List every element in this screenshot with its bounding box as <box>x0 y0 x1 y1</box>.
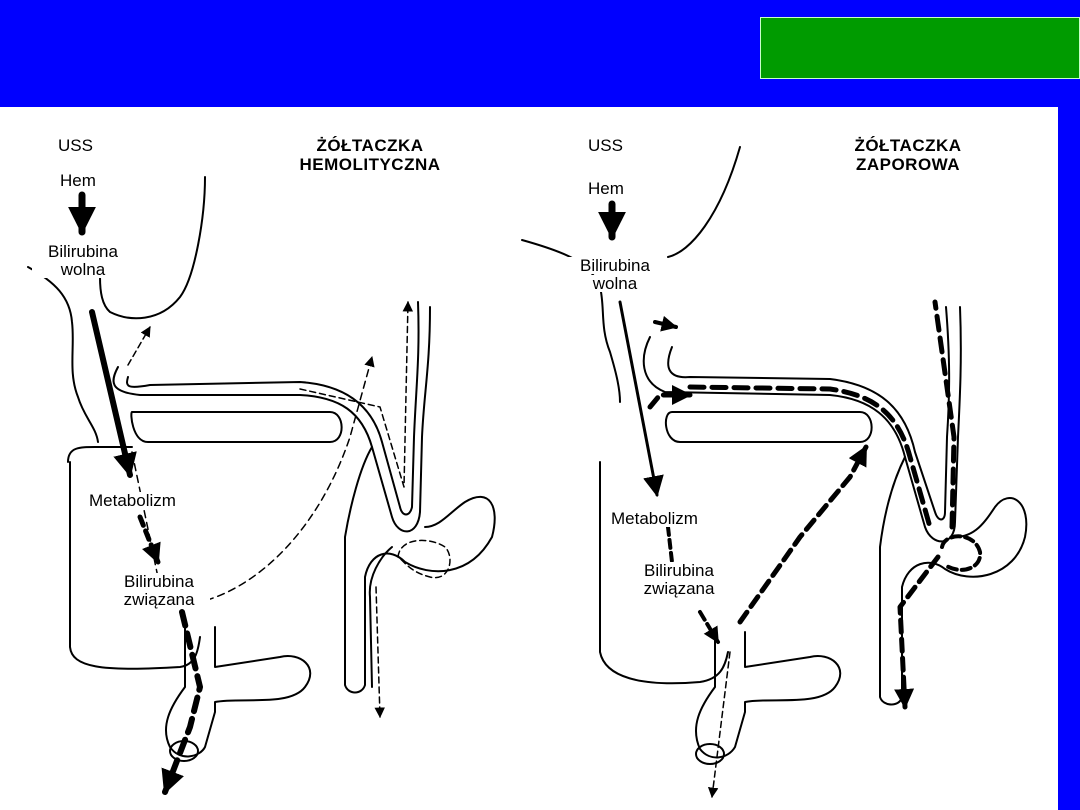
left-bilirubina-wolna-1: Bilirubina <box>32 243 134 260</box>
right-duct-bottom <box>667 306 951 521</box>
left-vessel-outline-2 <box>99 176 206 320</box>
right-bilirubina-zwiazana-1: Bilirubina <box>628 562 730 579</box>
right-flow-top <box>687 384 933 530</box>
right-flow-up-liver <box>737 444 869 625</box>
left-bilirubina-zwiazana-2: związana <box>108 591 210 608</box>
right-flow-left <box>647 385 693 410</box>
left-title-line1: ŻÓŁTACZKA <box>316 136 424 155</box>
right-hem-label: Hem <box>588 179 624 198</box>
bilirubin-diagram <box>27 146 1028 799</box>
right-liver-outline <box>599 461 729 685</box>
right-gut-loop <box>879 456 1028 706</box>
left-vessel-outline <box>27 266 99 443</box>
right-arrow-metabolism <box>618 300 664 498</box>
diagram-panel: USS ŻÓŁTACZKA HEMOLITYCZNA Hem Bilirubin… <box>0 107 1058 810</box>
right-diagram <box>521 146 1028 799</box>
right-uss-label: USS <box>588 136 623 155</box>
right-flow-duct-right <box>932 299 957 530</box>
left-duct-bottom <box>126 301 420 516</box>
left-gut-loop <box>344 446 496 694</box>
left-arrow-intestine <box>161 609 203 795</box>
left-dashed-loop <box>397 539 451 579</box>
right-arrow-conjugation <box>666 525 674 564</box>
right-bilirubina-zwiazana-2: związana <box>628 580 730 597</box>
left-duct-top <box>112 306 431 533</box>
left-bilirubina-zwiazana-1: Bilirubina <box>108 573 210 590</box>
header-green-badge <box>760 17 1080 79</box>
left-diagram <box>27 176 496 795</box>
left-arrow-metabolism <box>89 309 137 478</box>
left-flow-thin-3 <box>299 300 414 488</box>
right-intestine <box>695 631 842 759</box>
right-bilirubina-wolna-1: Bilirubina <box>564 257 666 274</box>
right-vessel-outline <box>521 239 621 403</box>
right-vessel-outline-2 <box>667 146 741 258</box>
left-title-line2: HEMOLITYCZNA <box>299 155 441 174</box>
left-uss-label: USS <box>58 136 93 155</box>
right-intestine-opening <box>695 743 725 765</box>
right-flow-up-left <box>653 315 678 332</box>
right-title-line1: ŻÓŁTACZKA <box>854 136 962 155</box>
right-title-line2: ZAPOROWA <box>855 155 961 174</box>
right-flow-down <box>894 554 941 710</box>
left-intestine <box>165 626 312 758</box>
right-flow-to-intestine <box>698 610 720 644</box>
right-dashed-loop <box>940 534 983 572</box>
left-bilirubina-wolna-2: wolna <box>32 261 134 278</box>
right-flow-thin-down <box>707 651 731 799</box>
right-metabolizm-label: Metabolizm <box>610 509 699 528</box>
right-lobe <box>664 411 873 443</box>
right-duct-top <box>642 306 962 543</box>
left-gut-loop-2 <box>368 546 393 688</box>
left-flow-down <box>374 586 385 719</box>
left-liver-outline <box>67 446 201 670</box>
left-metabolizm-label: Metabolizm <box>88 491 177 510</box>
left-hem-label: Hem <box>60 171 96 190</box>
right-bilirubina-wolna-2: wolna <box>564 275 666 292</box>
left-arrow-conjugation <box>137 514 161 565</box>
left-lobe <box>130 411 343 443</box>
left-flow-thin-2 <box>127 326 151 366</box>
left-flow-thin <box>131 355 375 605</box>
